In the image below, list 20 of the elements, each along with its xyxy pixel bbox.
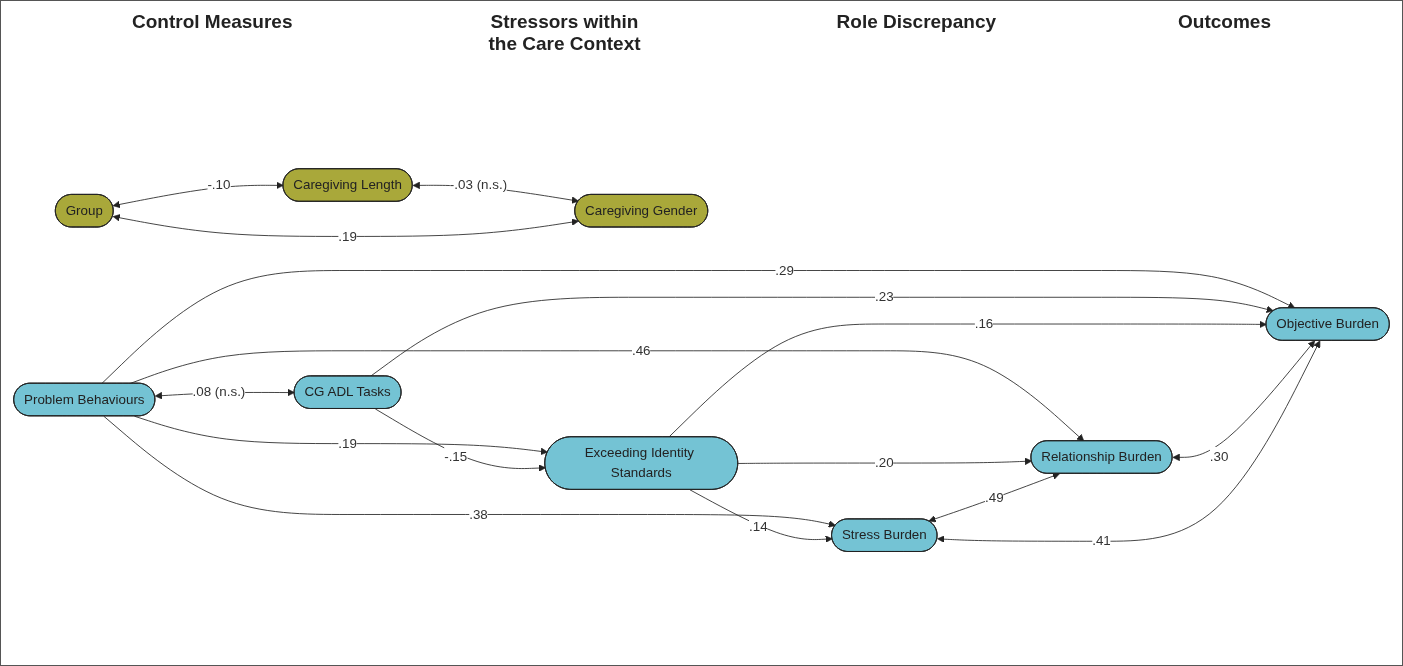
edge-label: .08 (n.s.) <box>192 384 246 399</box>
column-heading: Control Measures <box>132 11 293 34</box>
edge-label: .30 <box>1209 449 1229 464</box>
edge-label: .14 <box>748 519 768 534</box>
edge-label: .29 <box>775 262 794 278</box>
edge-label: -.10 <box>207 177 231 192</box>
edge-label: .23 <box>875 289 894 304</box>
edge-label: .20 <box>875 455 894 470</box>
edge-label: .46 <box>631 343 651 358</box>
edge-label: -.03 (n.s.) <box>449 177 508 192</box>
column-heading: Outcomes <box>1178 11 1271 34</box>
edge-label: .38 <box>469 506 488 522</box>
column-heading: Role Discrepancy <box>836 11 997 34</box>
edge-label: .41 <box>1092 533 1111 548</box>
edge-label: .19 <box>338 436 357 451</box>
column-heading: Stressors within the Care Context <box>487 11 642 55</box>
edge-label: -.15 <box>444 449 468 464</box>
edge-label: .19 <box>338 228 357 244</box>
edge-label: .16 <box>974 316 994 331</box>
edge-label: .49 <box>985 490 1004 505</box>
